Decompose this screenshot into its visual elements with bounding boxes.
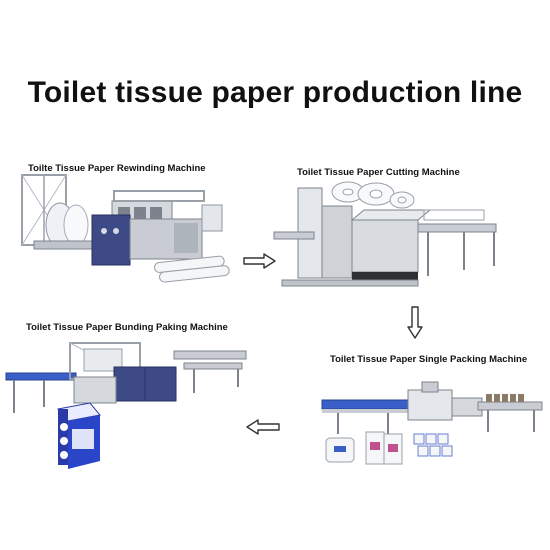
bundling-packing-machine-label: Toilet Tissue Paper Bunding Paking Machi…: [26, 322, 228, 333]
rewinding-machine-image: [21, 174, 230, 283]
arrow-right-icon: [243, 253, 276, 269]
page-title: Toilet tissue paper production line: [27, 76, 523, 109]
bundling-packing-machine-image: [5, 342, 247, 469]
cutting-machine-label: Toilet Tissue Paper Cutting Machine: [297, 167, 460, 178]
arrow-down-icon: [407, 306, 423, 339]
rewinding-machine-label: Toilte Tissue Paper Rewinding Machine: [28, 163, 206, 174]
single-packing-machine-label: Toilet Tissue Paper Single Packing Machi…: [330, 354, 528, 365]
arrow-left-icon: [246, 419, 280, 435]
cutting-machine-image: [273, 181, 497, 287]
single-packing-machine-image: [321, 381, 543, 465]
